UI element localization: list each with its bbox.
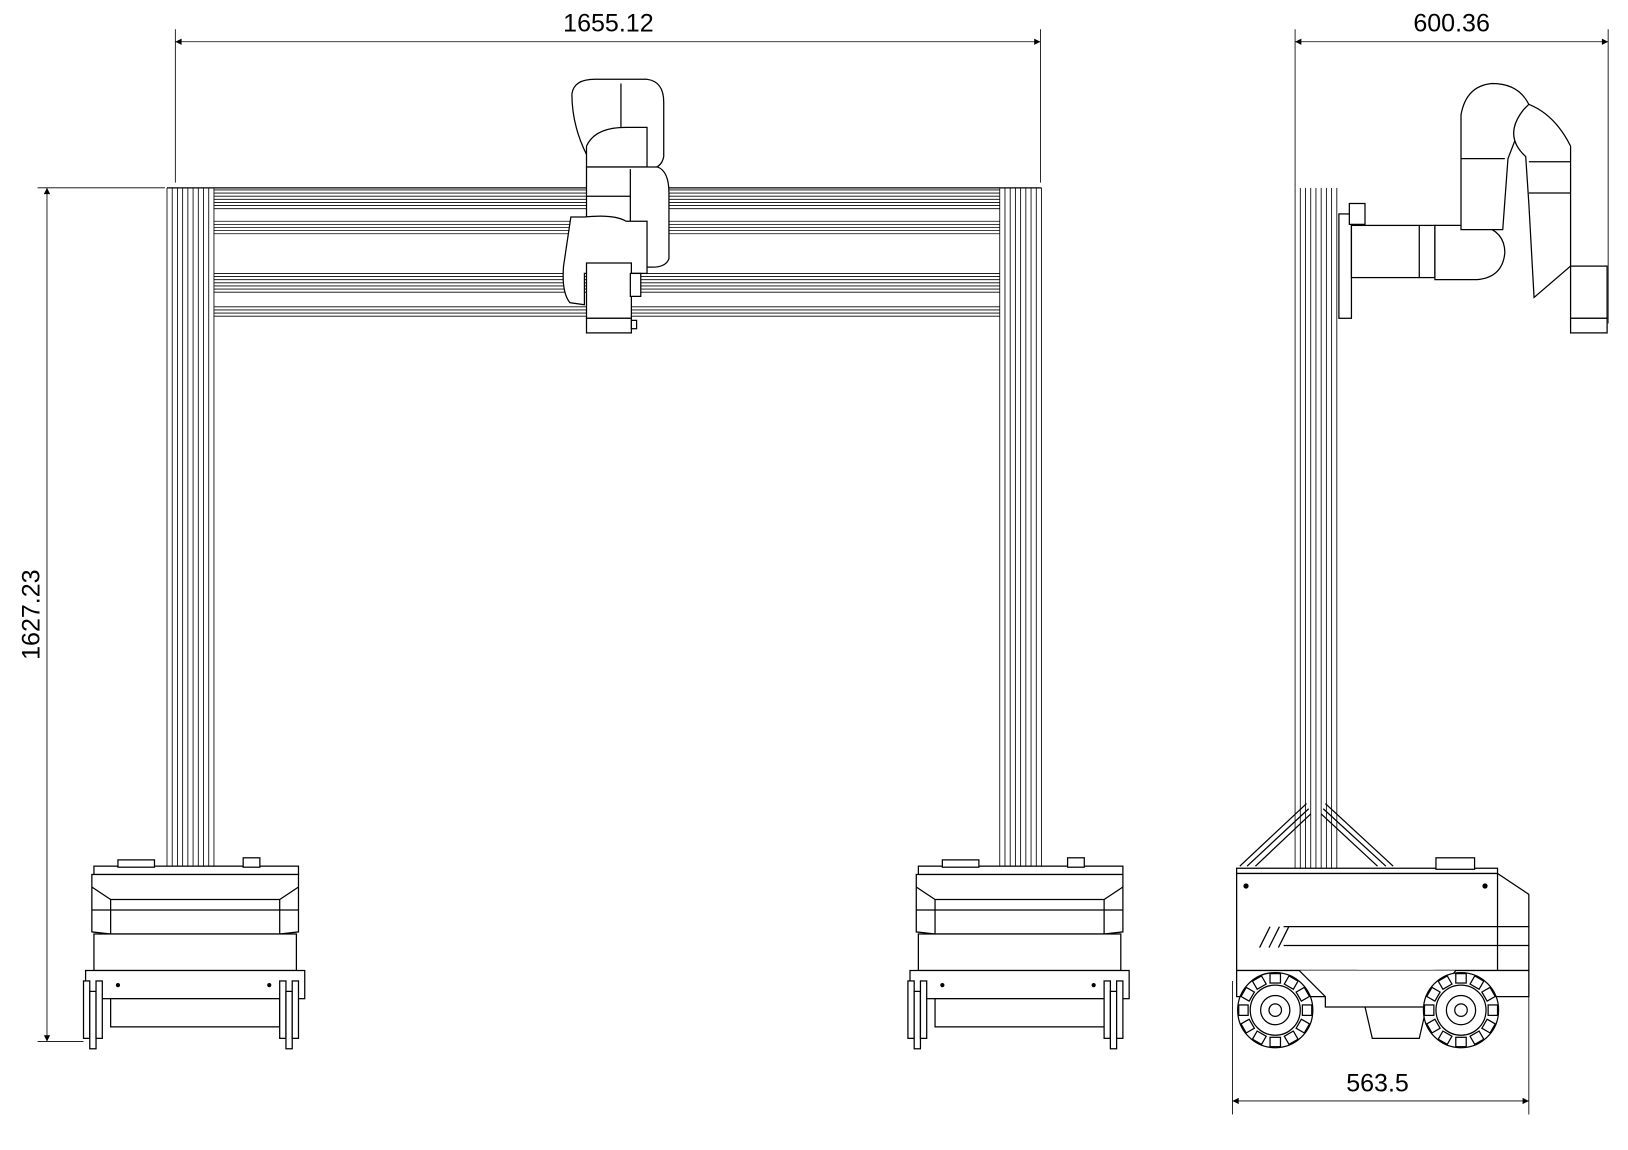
- wheel-roller: [1455, 1036, 1467, 1048]
- dimension-overall-height: 1627.23: [18, 187, 165, 1042]
- wheel-roller: [82, 980, 91, 1039]
- wheel-roller: [89, 990, 97, 1050]
- wheel-roller: [1103, 980, 1111, 1039]
- base-body-top: [91, 873, 300, 935]
- wheel-roller: [1301, 1004, 1313, 1017]
- wheel-roller: [1269, 1036, 1282, 1048]
- overall-width-label: 1655.12: [563, 9, 653, 37]
- wheel-roller: [1425, 1018, 1441, 1034]
- dimension-side-reach: 600.36: [1294, 9, 1609, 324]
- wheel-roller: [279, 980, 287, 1039]
- wheel-roller: [1269, 973, 1282, 984]
- dimension-overall-width: 1655.12: [174, 9, 1041, 183]
- screw: [267, 983, 272, 988]
- wheel-roller: [1238, 1004, 1249, 1017]
- wheel-roller: [1487, 1004, 1499, 1017]
- side-view: [1236, 82, 1608, 1049]
- base-tab: [941, 859, 980, 868]
- omni-wheel: [1422, 971, 1500, 1049]
- screw: [115, 983, 121, 988]
- base-body-top: [915, 873, 1124, 935]
- side-view-braces: [1239, 803, 1394, 867]
- wheel-roller: [1295, 1018, 1311, 1034]
- base-button: [1066, 857, 1085, 868]
- wheel-roller: [1109, 990, 1118, 1050]
- front-base: [907, 857, 1130, 1050]
- wheel-roller: [1469, 975, 1485, 991]
- wheel-roller: [919, 980, 928, 1039]
- wheel-inner: [1435, 984, 1487, 1036]
- base-length-label: 563.5: [1346, 1070, 1409, 1098]
- side-view-omni-wheels: [1237, 971, 1500, 1049]
- base-lower: [93, 933, 298, 972]
- base-skirt: [110, 998, 281, 1028]
- wheel-roller: [1240, 986, 1256, 1002]
- wheel-roller: [95, 980, 103, 1039]
- wheel-hub: [1445, 994, 1477, 1026]
- wheel-roller: [285, 990, 293, 1050]
- wheel-roller: [291, 980, 300, 1039]
- wheel-roller: [1481, 986, 1497, 1002]
- wheel-rim: [1422, 971, 1500, 1049]
- wheel-rim: [1237, 971, 1314, 1049]
- wheel-roller: [1116, 980, 1124, 1039]
- wheel-roller: [1251, 1030, 1268, 1046]
- base-skirt: [934, 998, 1105, 1028]
- wheel-roller: [1437, 1030, 1453, 1046]
- overall-height-label: 1627.23: [18, 569, 46, 659]
- wheel-roller: [1425, 986, 1441, 1002]
- base-lower: [917, 933, 1122, 972]
- screw: [1091, 983, 1096, 988]
- side-view-post: [1294, 187, 1338, 869]
- base-tab: [117, 859, 156, 868]
- base-bevel: [91, 886, 299, 971]
- base-button: [242, 857, 261, 868]
- wheel-roller: [1240, 1018, 1256, 1034]
- screw: [940, 983, 945, 988]
- omni-wheel: [1237, 971, 1314, 1049]
- front-base: [82, 857, 306, 1050]
- wheel-roller: [1423, 1004, 1435, 1017]
- wheel-roller: [913, 990, 922, 1050]
- wheel-roller: [1295, 986, 1311, 1002]
- wheel-hub: [1260, 994, 1291, 1026]
- wheel-inner: [1249, 984, 1301, 1036]
- wheel-roller: [907, 980, 915, 1039]
- wheel-roller: [1283, 975, 1299, 991]
- wheel-roller: [1455, 973, 1467, 984]
- side-view-robot-arm: [1338, 82, 1608, 334]
- front-view-robot-arm: [562, 78, 670, 334]
- wheel-roller: [1469, 1030, 1485, 1046]
- wheel-axle: [1268, 1003, 1283, 1018]
- side-reach-label: 600.36: [1413, 9, 1490, 37]
- wheel-roller: [1283, 1030, 1299, 1046]
- dimension-base-length: 563.5: [1232, 980, 1530, 1115]
- wheel-roller: [1437, 975, 1453, 991]
- wheel-roller: [1251, 975, 1268, 991]
- wheel-axle: [1454, 1003, 1468, 1018]
- base-bevel: [915, 886, 1124, 971]
- front-view-mobile-bases: [82, 857, 1130, 1050]
- wheel-roller: [1481, 1018, 1497, 1034]
